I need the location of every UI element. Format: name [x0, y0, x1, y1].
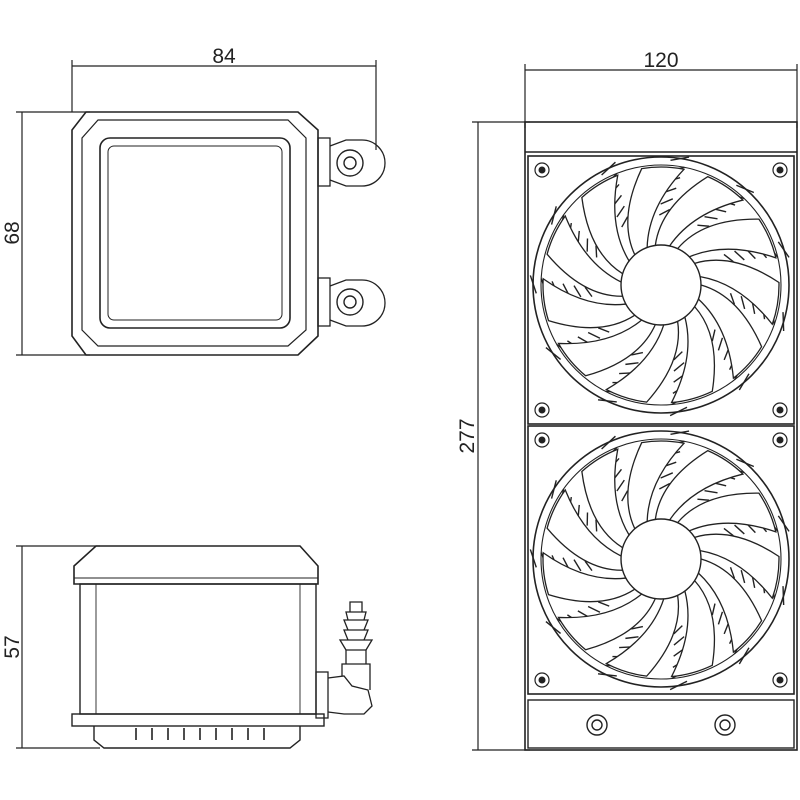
dimension-radiator-length: 277 — [456, 121, 530, 751]
fan-blade — [697, 284, 763, 380]
fan-2 — [527, 425, 795, 695]
fan-screw — [772, 162, 788, 178]
pump-cap — [73, 545, 319, 585]
fan-screw — [772, 432, 788, 448]
fan-blade — [676, 492, 777, 533]
radiator-length-label: 277 — [456, 418, 479, 453]
fan-blade — [654, 449, 745, 521]
fan-hub — [620, 518, 702, 600]
fan-screw — [534, 672, 550, 688]
fan-screw — [534, 162, 550, 178]
pump-bevel-frame — [81, 119, 307, 347]
fan-blade — [557, 593, 657, 651]
fan-blade — [676, 218, 777, 259]
fitting-lower — [317, 277, 386, 327]
radiator-outline — [524, 121, 798, 751]
fan-blade — [670, 579, 716, 678]
fan-blade — [604, 320, 680, 403]
fitting-upper — [317, 137, 386, 187]
fan-blade — [693, 533, 780, 600]
pump-body — [79, 583, 317, 715]
pump-base-plate — [71, 713, 325, 727]
fan-blade — [581, 448, 630, 549]
fan-blade — [604, 594, 680, 677]
dimension-pump-height: 68 — [1, 111, 90, 356]
pump-top-view — [71, 111, 386, 356]
fan-blade — [627, 166, 686, 256]
pump-side-height-label: 57 — [1, 635, 24, 658]
pump-height-label: 68 — [1, 221, 24, 244]
radiator-fin-hatch — [601, 435, 629, 502]
radiator — [524, 121, 798, 751]
radiator-end-tank — [527, 699, 795, 749]
side-fitting — [315, 601, 374, 719]
fan-blade — [581, 174, 630, 275]
fan-frame — [527, 155, 795, 425]
fan-blade — [557, 319, 657, 377]
fan-blade — [546, 214, 624, 297]
fan-screw — [534, 402, 550, 418]
fan-screw — [772, 672, 788, 688]
fan-blade — [542, 277, 636, 329]
pump-display-window — [99, 137, 291, 329]
fan-blades — [542, 440, 780, 678]
dimension-radiator-width: 120 — [524, 49, 798, 128]
pump-side-view — [71, 545, 374, 749]
pump-block-outline — [71, 111, 319, 356]
pump-base-fins — [135, 728, 265, 740]
fan-screw — [772, 402, 788, 418]
fan-blade — [654, 175, 745, 247]
fan-1 — [527, 155, 795, 425]
fan-blade — [670, 305, 716, 404]
fan-blade — [697, 558, 763, 654]
fan-hub — [620, 244, 702, 326]
fan-blade — [627, 440, 686, 530]
radiator-port-left — [586, 714, 608, 736]
pump-width-label: 84 — [212, 45, 236, 68]
fan-blade — [693, 259, 780, 326]
fan-blade — [546, 488, 624, 571]
fan-frame — [527, 425, 795, 695]
fan-screw — [534, 432, 550, 448]
dimension-pump-side-height: 57 — [1, 545, 100, 749]
fan-blade — [542, 551, 636, 603]
radiator-port-right — [714, 714, 736, 736]
dimension-pump-width: 84 — [71, 45, 377, 150]
radiator-width-label: 120 — [643, 49, 678, 72]
fan-blades — [542, 166, 780, 404]
